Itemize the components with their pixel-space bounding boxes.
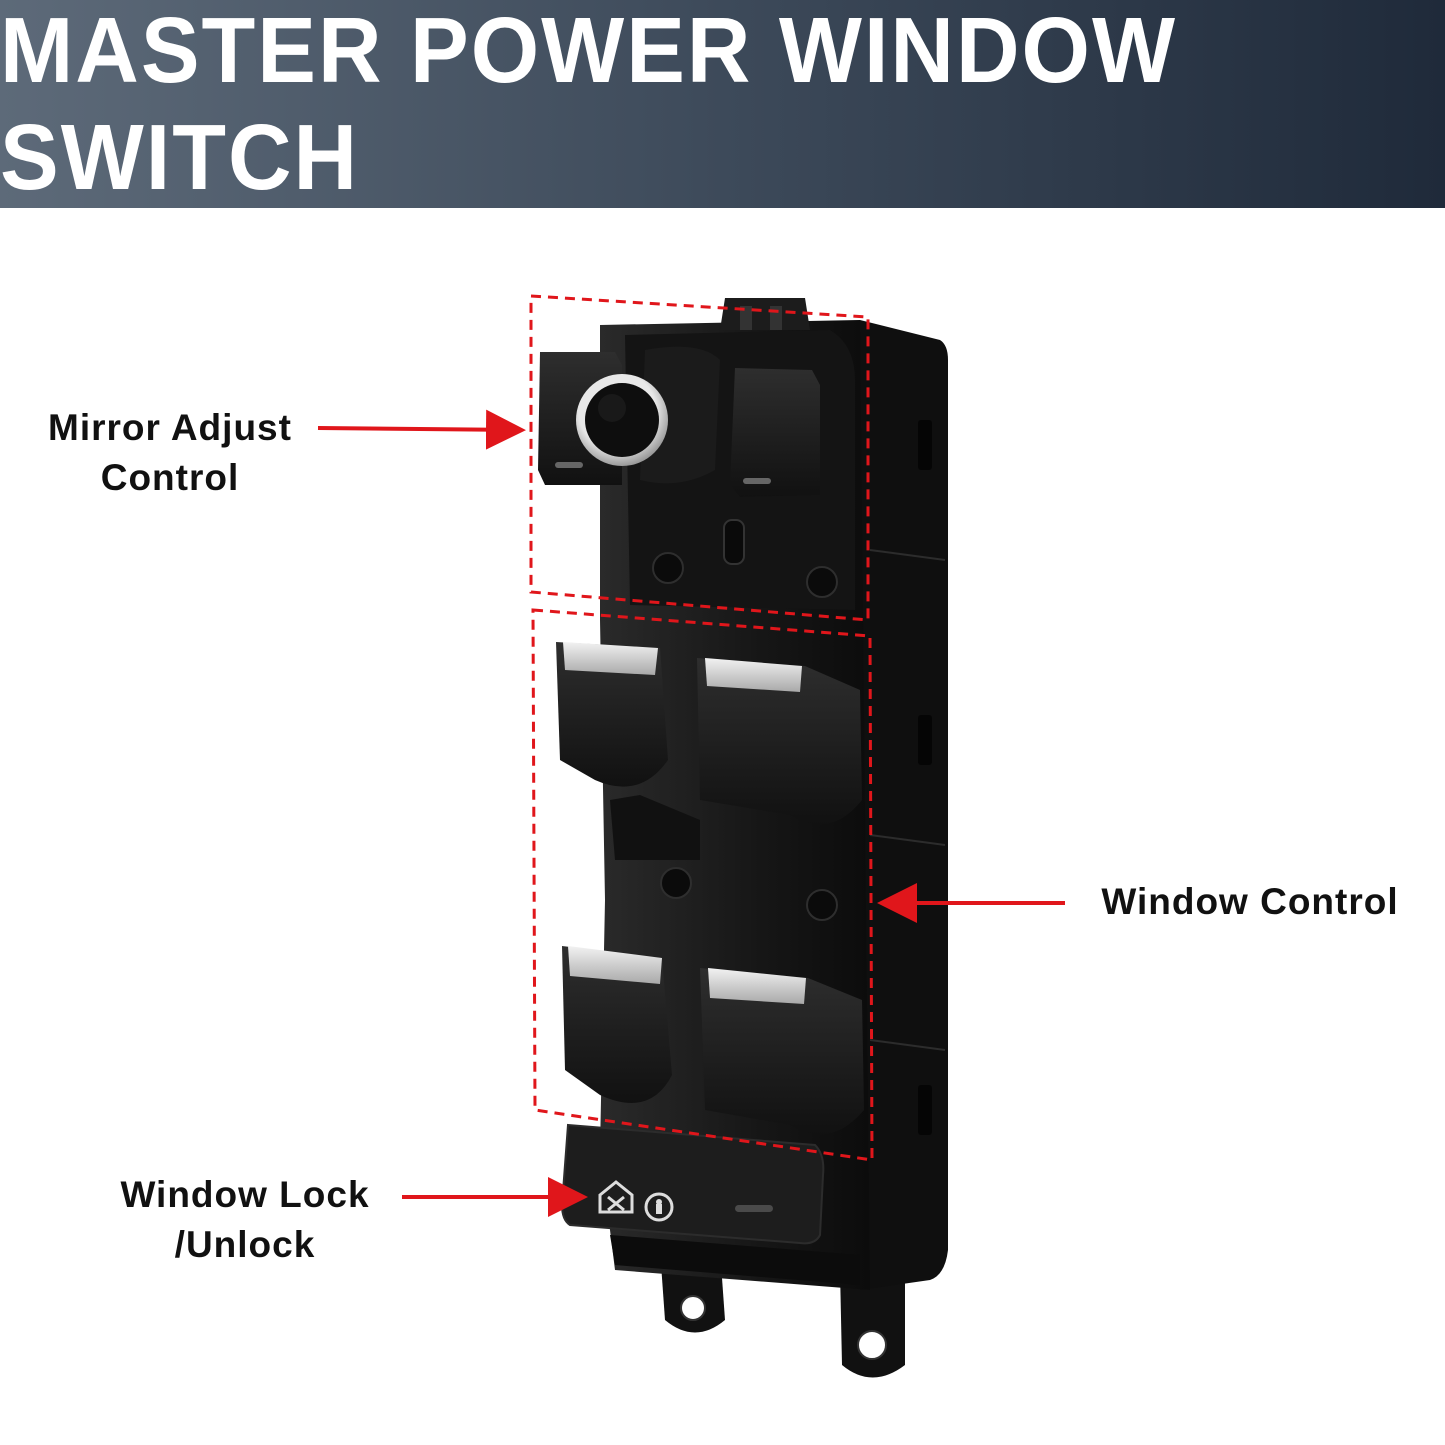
window-control-label: Window Control	[1101, 881, 1399, 922]
housing-side	[860, 320, 948, 1290]
title-banner: MASTER POWER WINDOW SWITCH	[0, 0, 1445, 209]
window-switch-rear-right	[700, 968, 864, 1135]
window-switch-rear-left	[562, 946, 672, 1104]
window-lock-button	[560, 1123, 825, 1245]
mirror-arrow	[317, 409, 526, 450]
window-switch-front-right	[697, 658, 862, 825]
window-highlight-box	[531, 608, 874, 1162]
mirror-knob	[576, 374, 668, 466]
mirror-adjust-label: Mirror Adjust Control	[48, 407, 292, 498]
mirror-highlight-box	[529, 294, 870, 622]
mirror-rocker-right	[730, 368, 820, 497]
mounting-tab-right	[840, 1270, 905, 1378]
page-title: MASTER POWER WINDOW SWITCH	[0, 0, 1178, 209]
window-lock-label: Window Lock /Unlock	[120, 1174, 370, 1265]
window-switch-front-left	[556, 642, 668, 787]
